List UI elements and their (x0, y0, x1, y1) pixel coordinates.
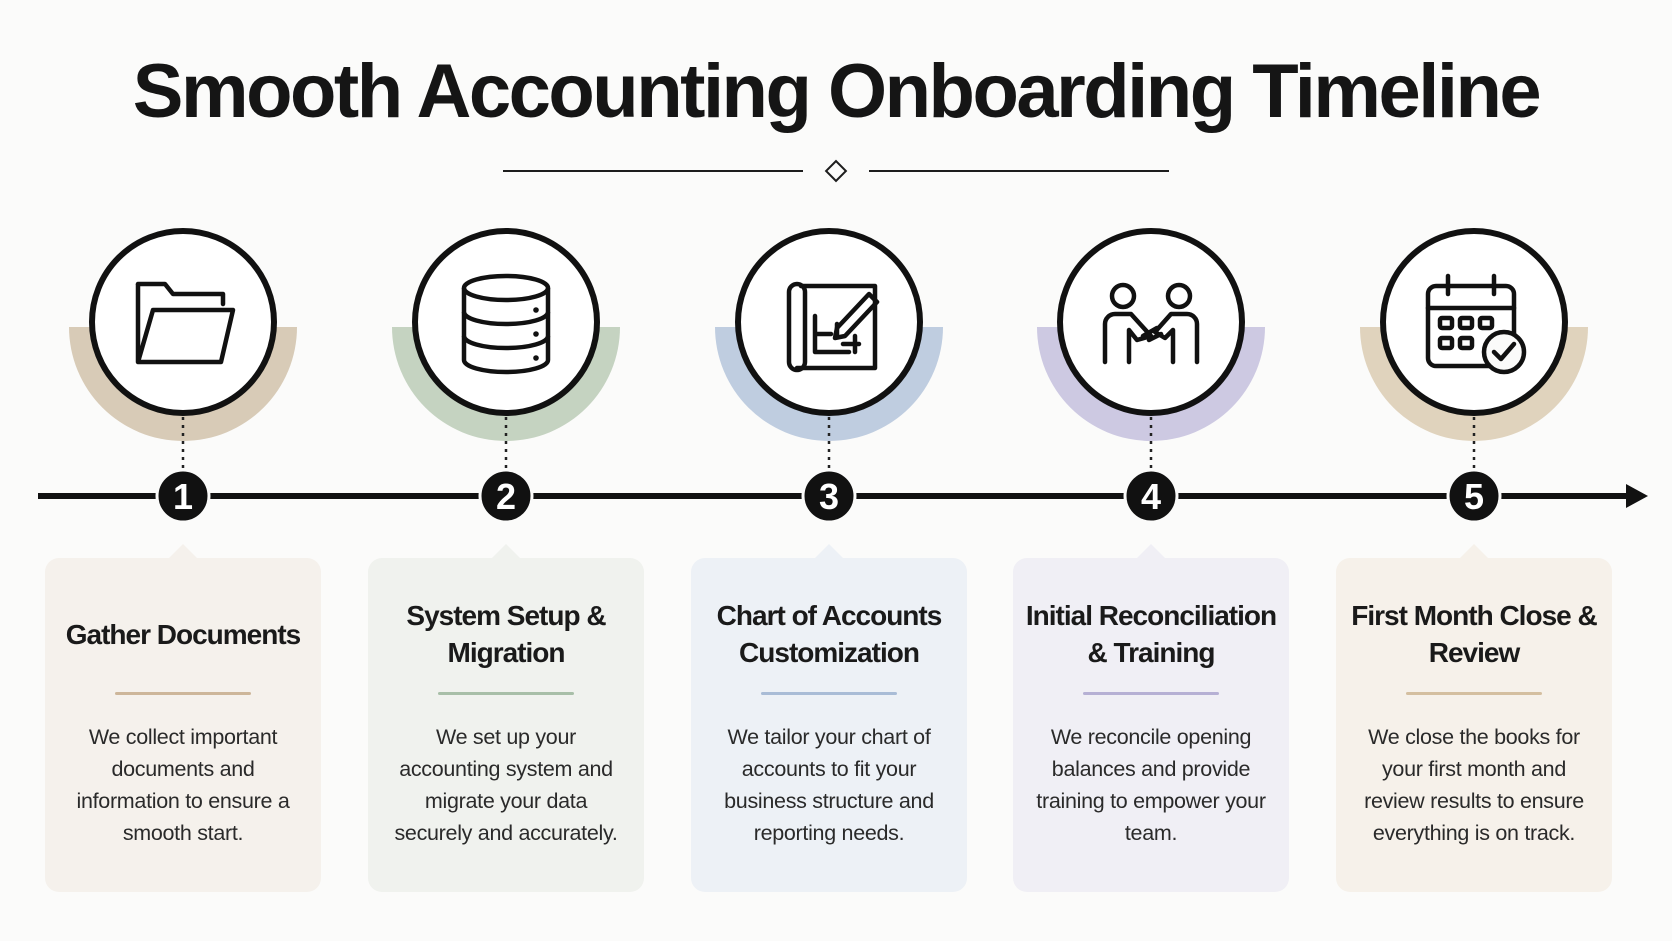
card-notch (491, 544, 521, 559)
card-notch (1136, 544, 1166, 559)
step-number: 3 (819, 476, 839, 517)
calendar-check-icon (1425, 273, 1527, 375)
step-number-badge (478, 468, 534, 524)
step-heading: Initial Reconciliation & Training (1025, 600, 1277, 668)
icon-circle (1057, 228, 1245, 416)
step-rule (1083, 692, 1219, 695)
icon-circle (735, 228, 923, 416)
step-description: We collect important documents and infor… (76, 725, 290, 845)
folder-icon (135, 281, 236, 365)
divider-line-left (503, 170, 803, 172)
step-rule (115, 692, 251, 695)
page-title: Smooth Accounting Onboarding Timeline (132, 49, 1542, 134)
card-notch (168, 544, 198, 559)
title-divider (503, 159, 1169, 183)
step-card: Initial Reconciliation & Training We reco… (1013, 544, 1289, 892)
icon-circle (89, 228, 277, 416)
step-card: First Month Close & Review We close the b… (1336, 544, 1612, 892)
timeline-arrow-icon (1626, 484, 1648, 508)
step-number-badge (155, 468, 211, 524)
step-number-badge (801, 468, 857, 524)
step-badges: 1 2 3 4 5 (155, 468, 1502, 524)
step-number: 5 (1464, 476, 1484, 517)
step-number: 1 (173, 476, 193, 517)
step-heading: System Setup & Migration (406, 600, 606, 668)
database-icon (461, 273, 551, 375)
divider-line-right (869, 170, 1169, 172)
step-heading: Gather Documents (65, 618, 302, 650)
step-description: We close the books for your first month … (1364, 725, 1584, 845)
handshake-icon (1102, 282, 1200, 365)
step-number-badge (1123, 468, 1179, 524)
step-card: Gather Documents We collect important doc… (45, 544, 321, 892)
step-number: 2 (496, 476, 516, 517)
step-description: We reconcile opening balances and provid… (1036, 725, 1266, 845)
blueprint-icon (786, 281, 880, 373)
step-number: 4 (1141, 476, 1161, 517)
card-notch (814, 544, 844, 559)
step-rule (761, 692, 897, 695)
step-icons (89, 228, 1568, 416)
dotted-connectors (181, 417, 1476, 474)
step-number-badge (1446, 468, 1502, 524)
card-notch (1459, 544, 1489, 559)
step-card: Chart of Accounts Customization We tailor… (691, 544, 967, 892)
step-heading: Chart of Accounts Customization (716, 600, 943, 668)
step-description: We tailor your chart of accounts to fit … (724, 725, 934, 845)
step-rule (438, 692, 574, 695)
step-description: We set up your accounting system and mig… (394, 725, 618, 845)
step-heading: First Month Close & Review (1351, 600, 1597, 668)
step-card: System Setup & Migration We set up your a… (368, 544, 644, 892)
step-rule (1406, 692, 1542, 695)
